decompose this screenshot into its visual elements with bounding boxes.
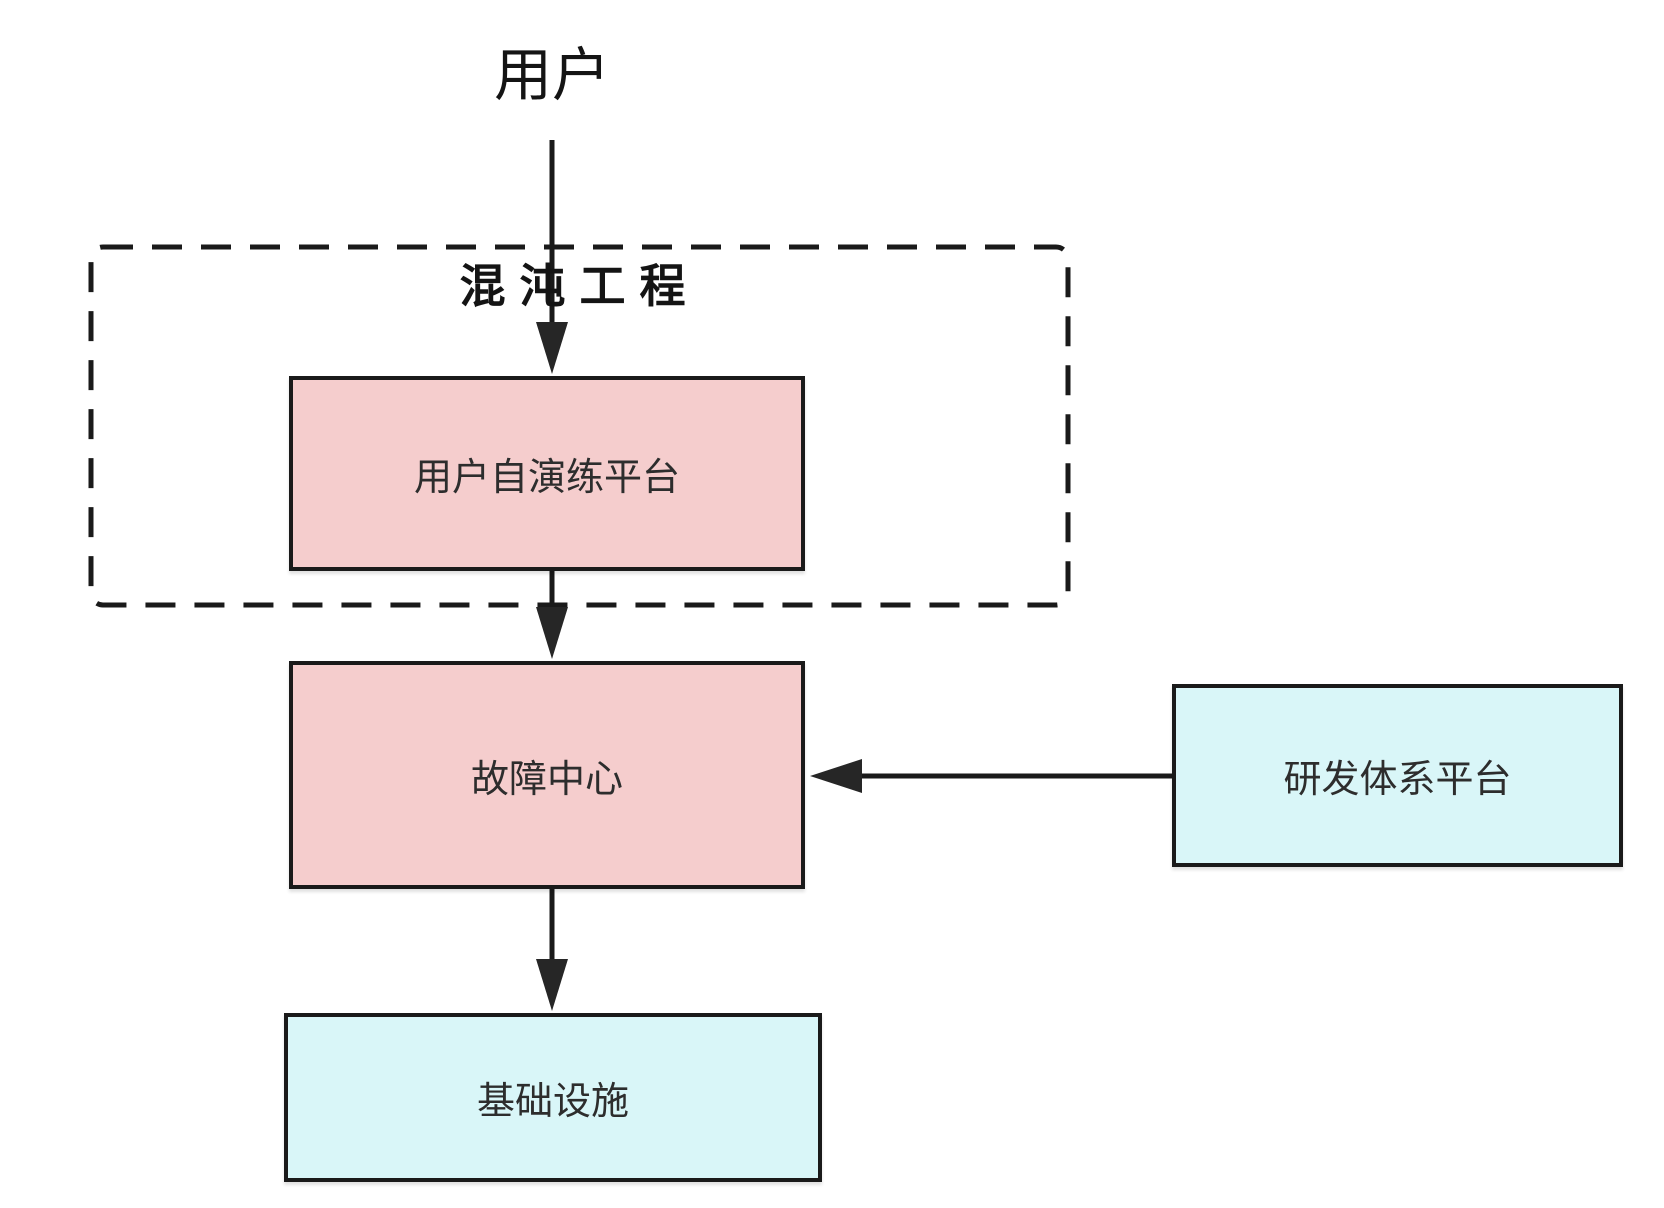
- arrow-drill-to-fault-center: [536, 571, 568, 659]
- arrow-rd-platform-to-fault-center: [810, 759, 1172, 793]
- arrow-user-to-drill-platform: [536, 140, 568, 374]
- drill-platform-label: 用户自演练平台: [413, 457, 680, 499]
- rd-platform-label: 研发体系平台: [1283, 759, 1512, 801]
- chaos-group-border: [88, 244, 1071, 608]
- drill-platform-node: 用户自演练平台: [289, 376, 805, 571]
- user-label: 用户: [493, 43, 610, 108]
- infrastructure-node: 基础设施: [284, 1013, 822, 1182]
- chaos-group-title: 混沌工程: [459, 260, 700, 312]
- arrow-fault-center-to-infrastructure: [536, 889, 568, 1011]
- infrastructure-label: 基础设施: [476, 1081, 629, 1123]
- rd-platform-node: 研发体系平台: [1172, 684, 1623, 867]
- fault-center-node: 故障中心: [289, 661, 805, 889]
- fault-center-label: 故障中心: [470, 758, 623, 801]
